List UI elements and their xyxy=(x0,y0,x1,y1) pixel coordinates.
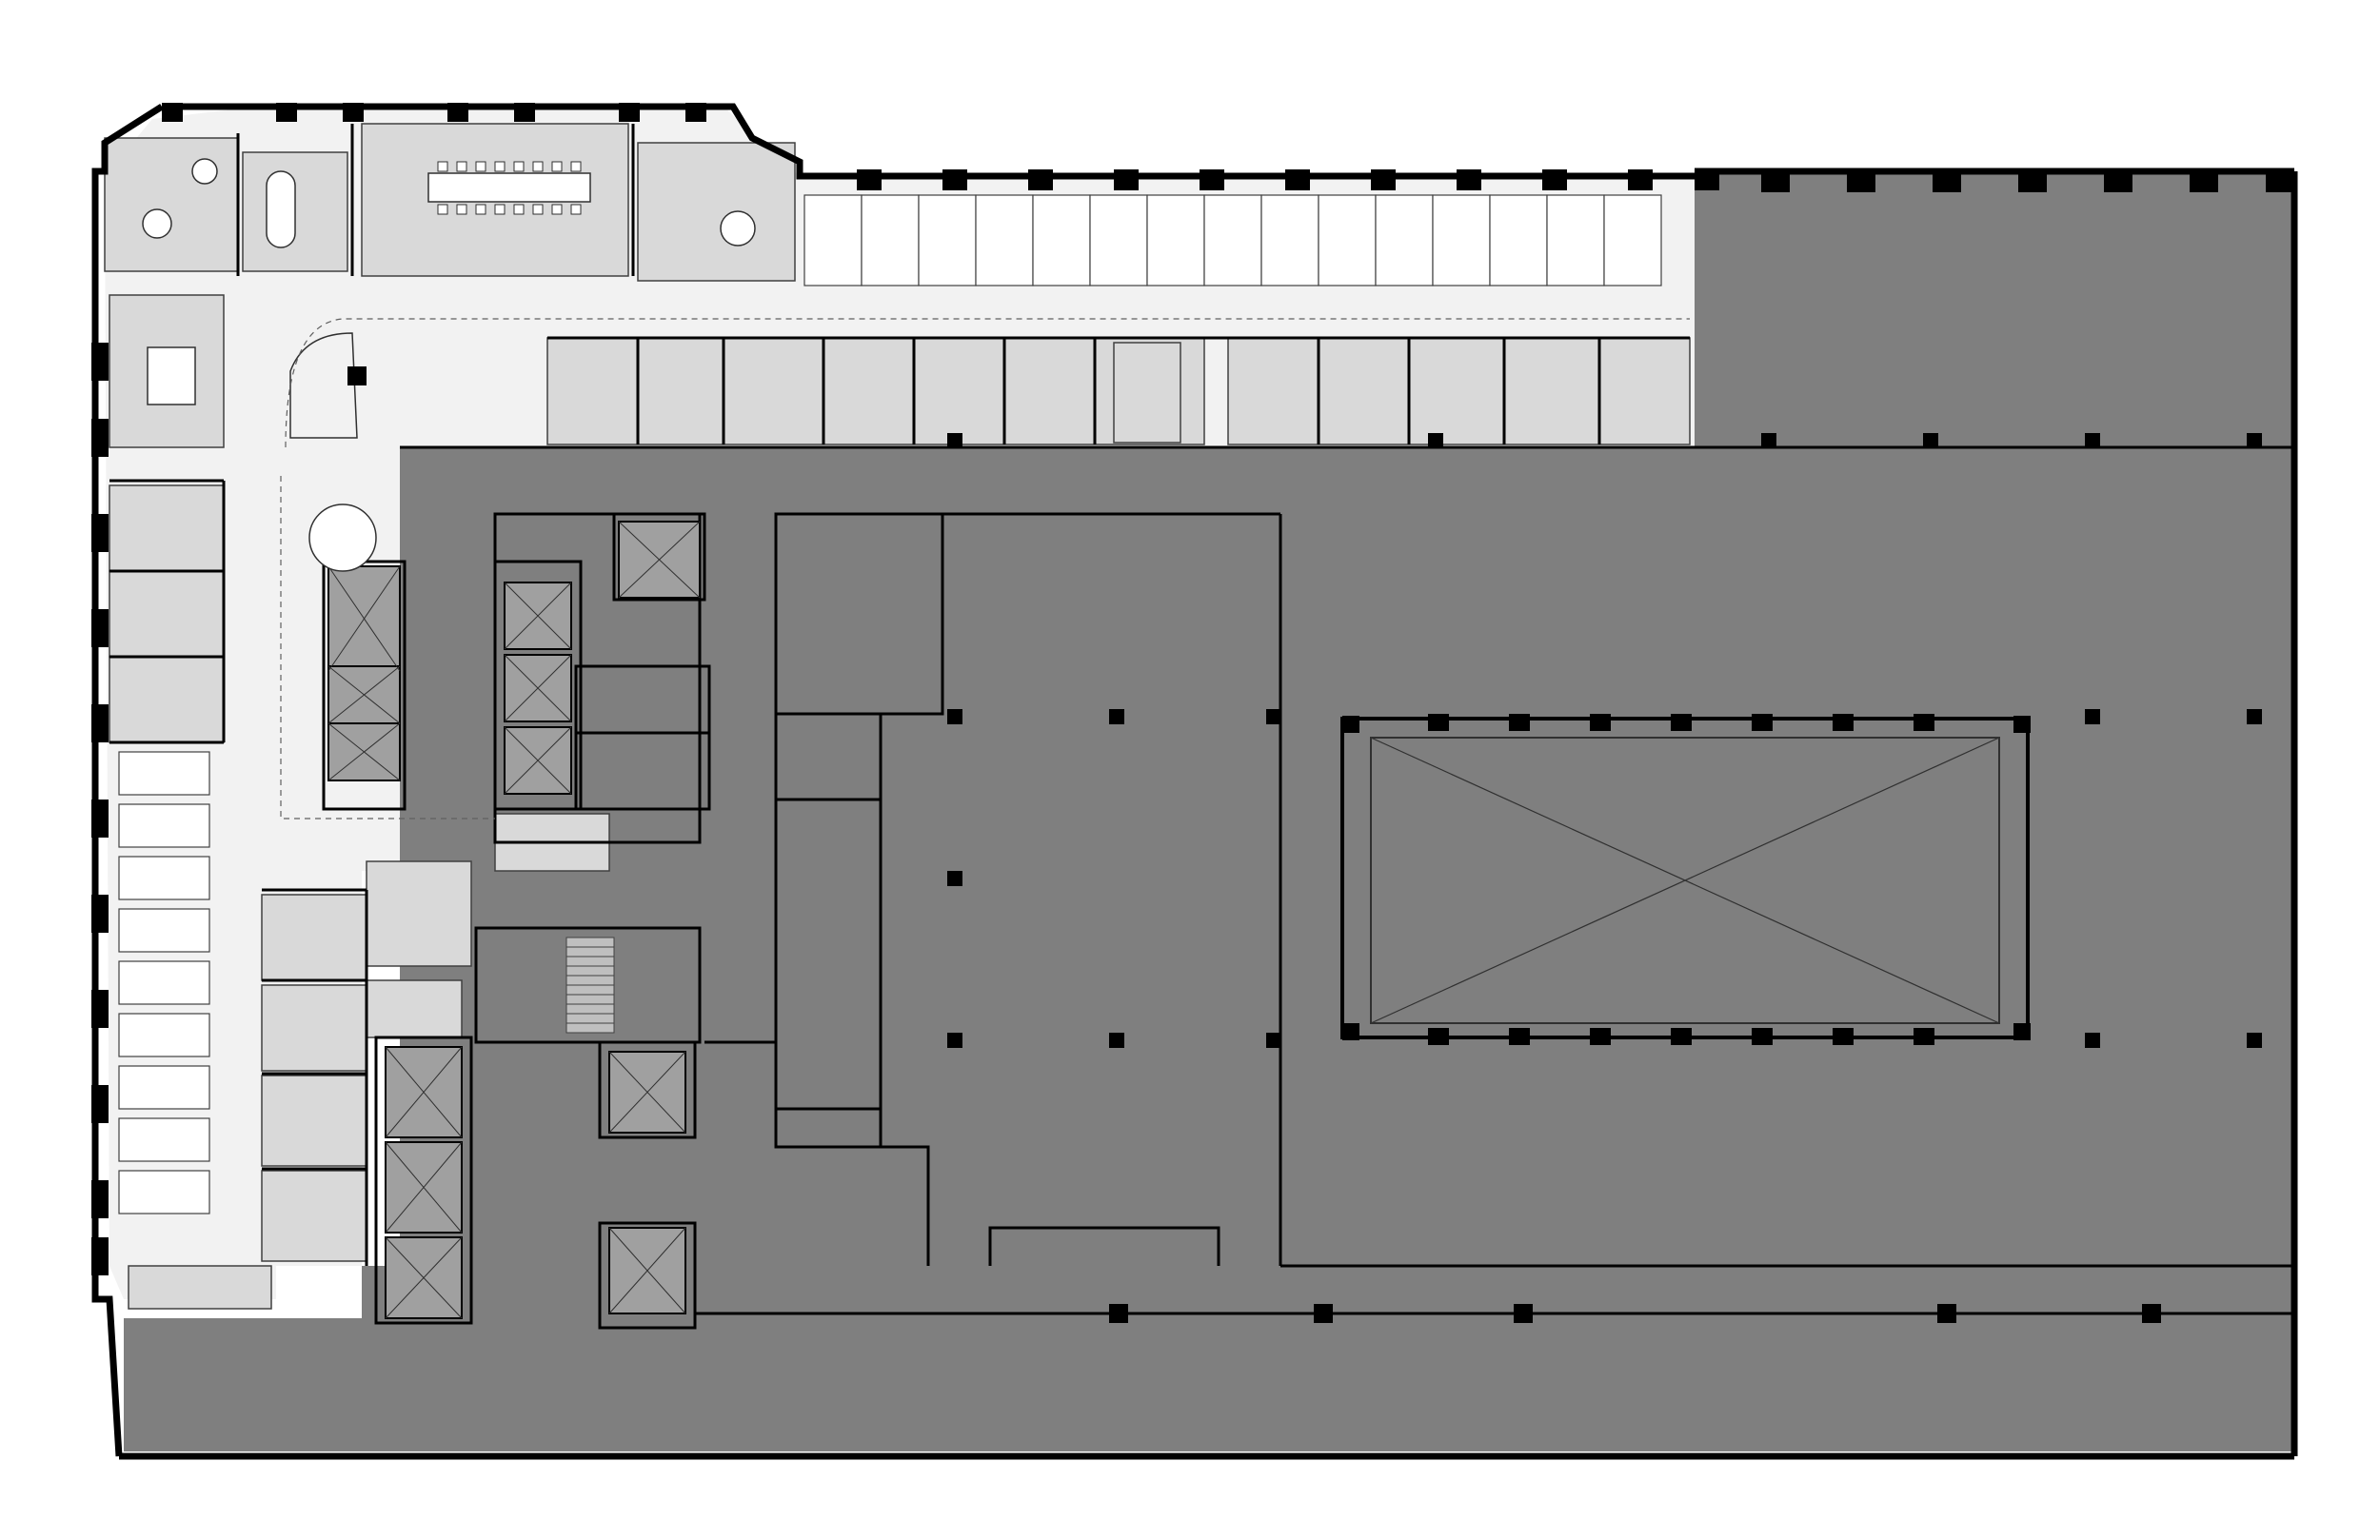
room-pantry xyxy=(366,860,472,967)
void-core-main xyxy=(400,514,2294,1313)
room-nw-lounge xyxy=(104,137,239,272)
structural-columns xyxy=(947,433,2262,1323)
workstations-north xyxy=(803,194,1662,286)
atrium-columns xyxy=(1342,714,2031,1045)
room-sw-office-1 xyxy=(261,894,367,981)
facade-piers-west xyxy=(91,343,109,1275)
room-sw-office-4 xyxy=(261,1170,367,1262)
room-w-office-2 xyxy=(109,570,225,658)
reception-column xyxy=(347,366,367,385)
room-sw-office-3 xyxy=(261,1075,367,1167)
atrium xyxy=(1340,717,2030,1039)
room-storage xyxy=(1113,342,1181,444)
room-ne-office-row xyxy=(1227,337,1691,445)
elevator-x-marks xyxy=(327,521,701,1319)
room-print xyxy=(366,979,463,1038)
room-ne-lounge xyxy=(637,142,796,282)
interior-walls xyxy=(109,124,2294,1330)
circulation-lines xyxy=(280,318,1690,819)
stair xyxy=(565,937,615,1034)
void-east-upper xyxy=(1695,171,2294,447)
room-sw-corner xyxy=(128,1265,272,1310)
room-n-office-row xyxy=(546,337,1205,445)
workstations-west xyxy=(118,751,210,1214)
room-w-office-3 xyxy=(109,656,225,743)
room-sw-office-2 xyxy=(261,984,367,1072)
facade-piers-north xyxy=(162,103,2294,192)
meeting-tables xyxy=(142,158,756,572)
boardroom-table xyxy=(427,161,591,215)
void-south xyxy=(124,1318,2294,1451)
room-w-office-1 xyxy=(109,484,225,572)
atrium-diagonal-2 xyxy=(1370,737,2000,1024)
void-core-band xyxy=(400,447,2294,514)
